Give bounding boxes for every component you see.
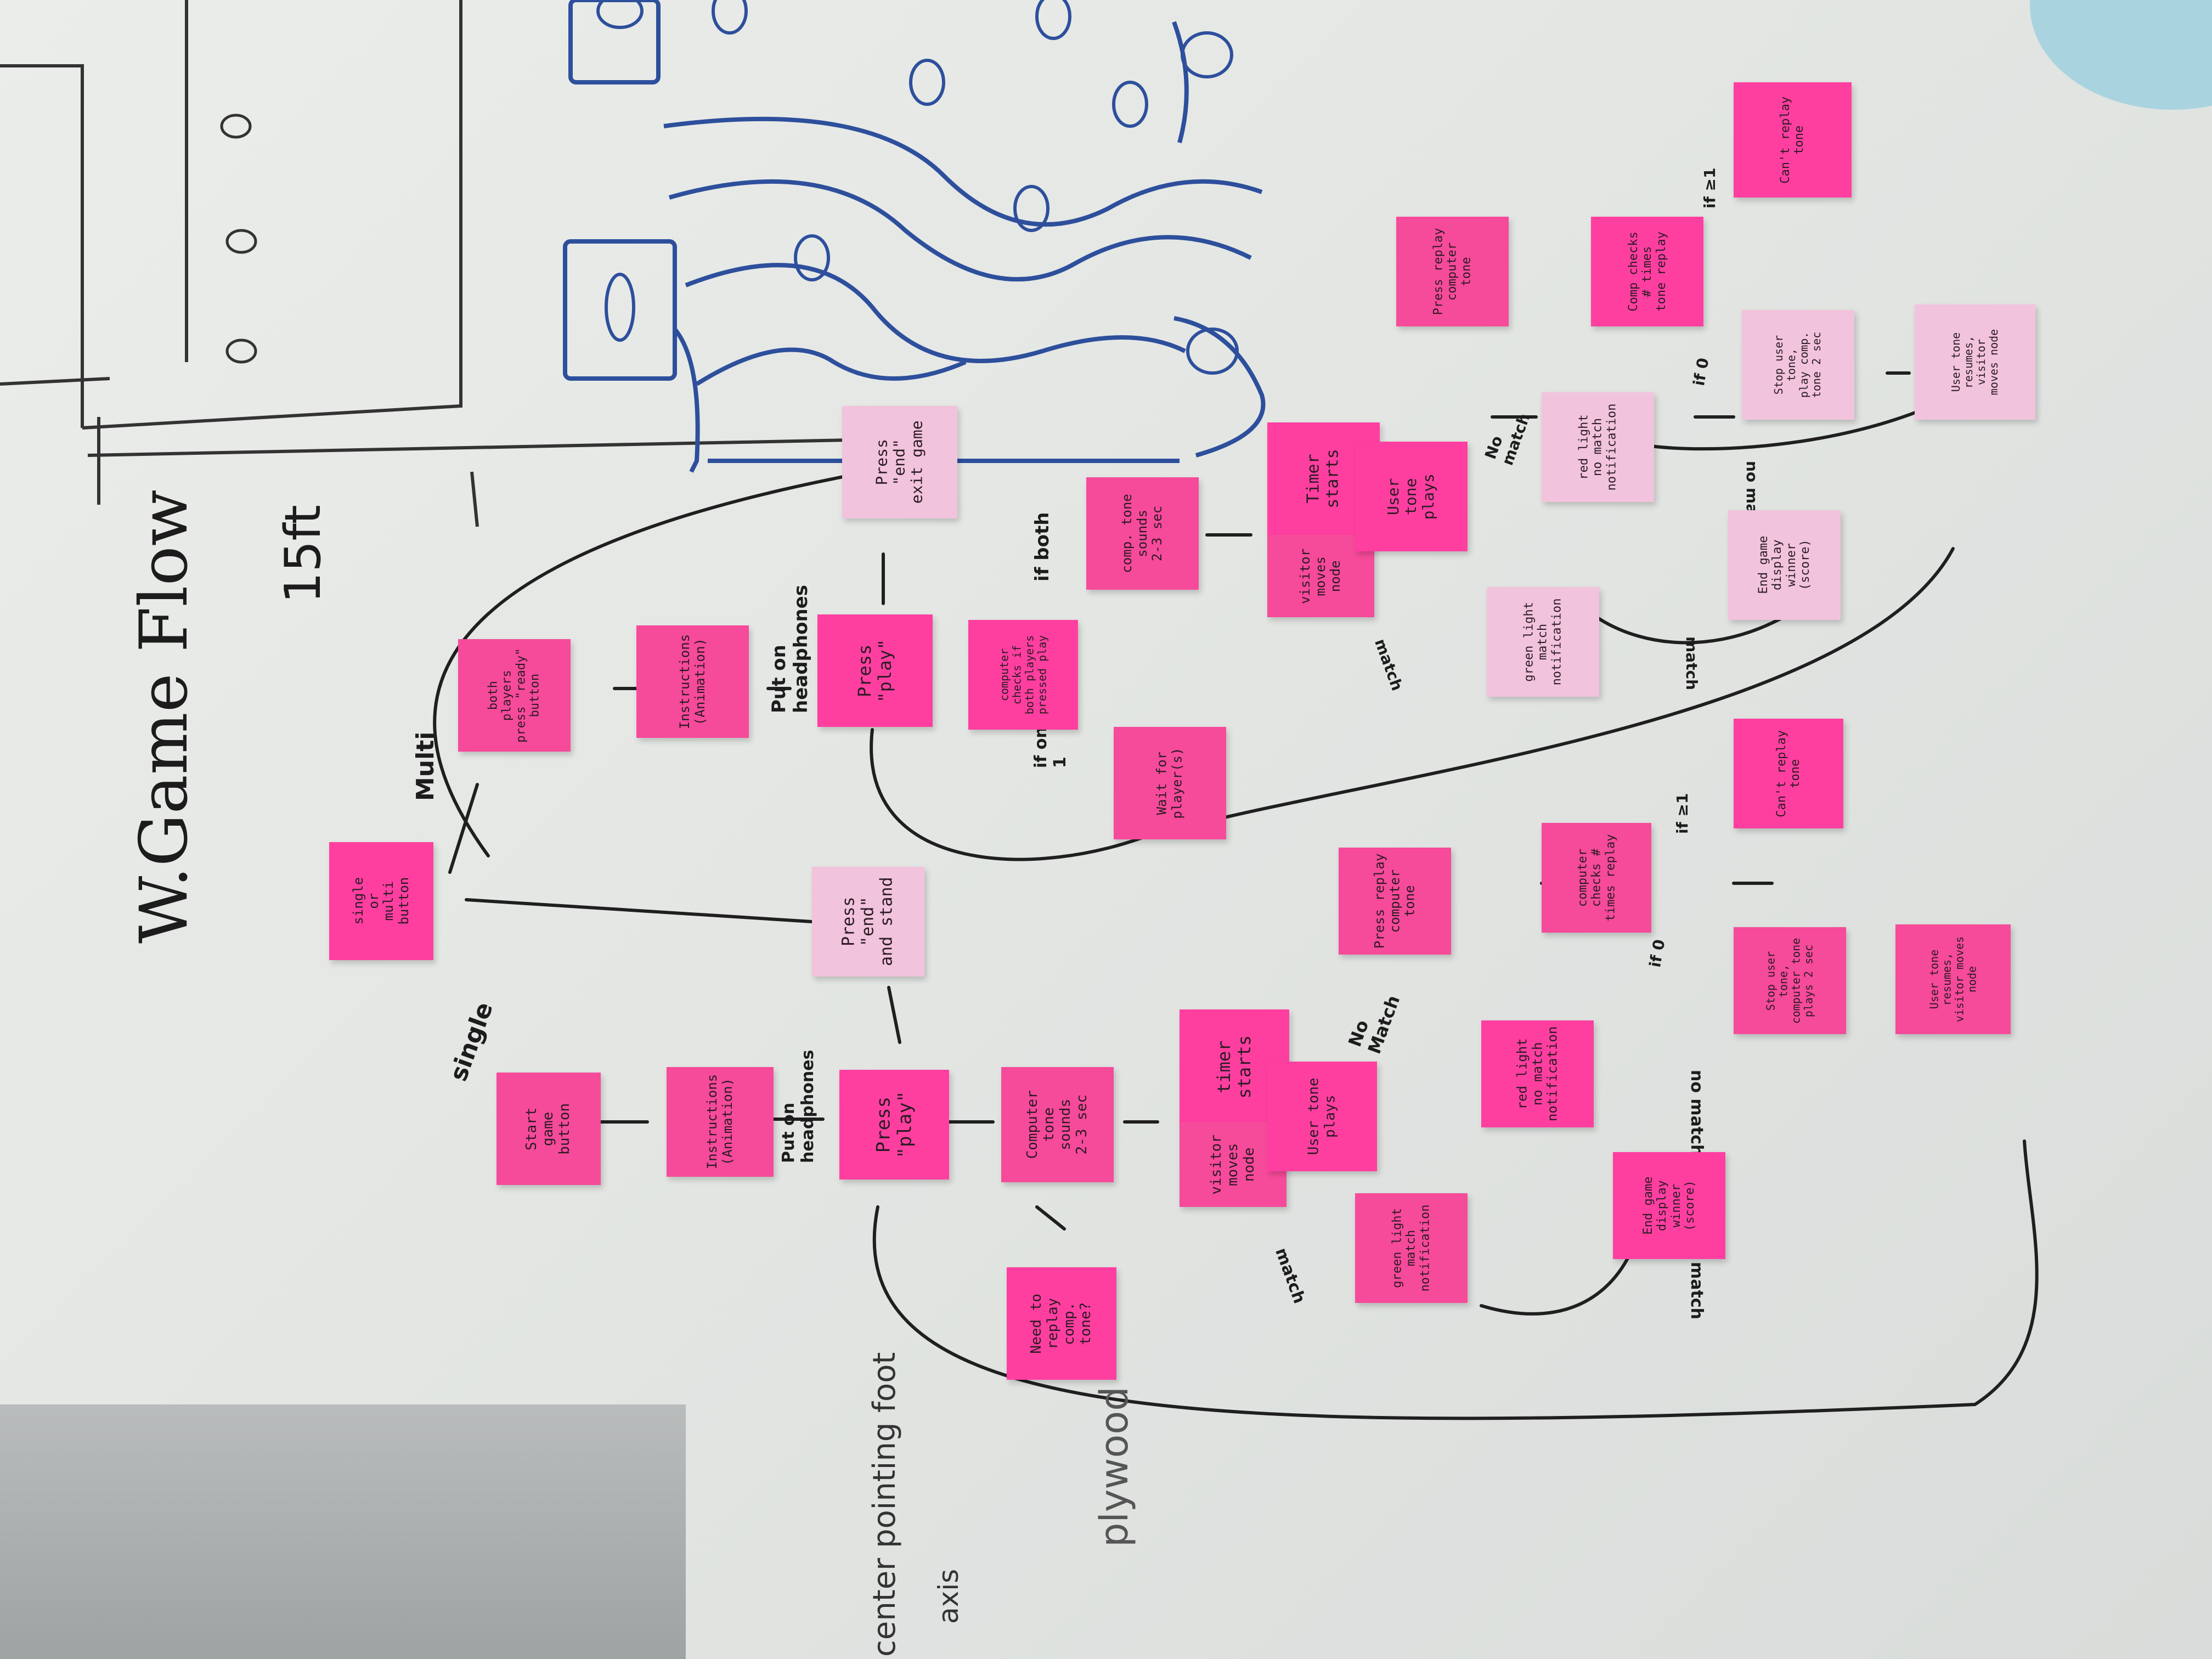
note-multi-press-play: Press "play" — [817, 614, 933, 727]
diagram-title: W.Game Flow — [126, 489, 202, 944]
note-multi-resumes: User tone resumes, visitor moves node — [1915, 304, 2035, 420]
note-text: Can't replay tone — [1779, 96, 1807, 184]
note-text: Stop user tone, play comp. tone 2 sec — [1772, 331, 1824, 398]
note-multi-user-tone: User tone plays — [1355, 442, 1468, 551]
note-text: End game display winner (score) — [1756, 536, 1812, 594]
note-multi-comp-tone: comp. tone sounds 2-3 sec — [1086, 477, 1199, 590]
note-text: visitor moves node — [1297, 548, 1344, 604]
plywood-label: plywood — [1092, 1386, 1137, 1547]
note-multi-instructions: Instructions (Animation) — [636, 625, 749, 738]
note-multi-end-game: End game display winner (score) — [1728, 510, 1841, 620]
edge-label-nomatch-multi: No match — [1481, 411, 1534, 468]
edge-label-ifge1-single: if ≥1 — [1673, 793, 1691, 834]
note-text: Press replay computer tone — [1372, 853, 1418, 949]
note-start-game: Start game button — [496, 1073, 601, 1185]
edge-label-match-single: match — [1271, 1245, 1309, 1306]
note-text: single or multi button — [350, 877, 411, 925]
scribble-label-1: center pointing foot — [867, 1352, 902, 1657]
note-text: User tone resumes, visitor moves node — [1949, 329, 2000, 396]
note-press-end-and-stand: Press "end" and stand — [812, 867, 924, 977]
note-multi-comp-checks-replay: Comp checks # times tone replay — [1591, 217, 1703, 326]
note-single-green-light: green light match notification — [1355, 1193, 1468, 1303]
edge-label-if0-single: if 0 — [1646, 938, 1669, 969]
edge-label-if0-multi: if 0 — [1690, 356, 1713, 387]
note-text: Stop user tone, computer tone plays 2 se… — [1764, 938, 1815, 1024]
note-text: Press "end" exit game — [872, 420, 927, 504]
note-single-comp-tone: Computer tone sounds 2-3 sec — [1001, 1067, 1114, 1182]
scribble-label-2: axis — [933, 1568, 964, 1624]
note-both-players-ready: both players press "ready" button — [458, 639, 571, 752]
note-text: End game display winner (score) — [1641, 1176, 1697, 1235]
note-multi-cant-replay: Can't replay tone — [1734, 82, 1852, 198]
note-text: green light match notification — [1522, 598, 1564, 686]
note-text: Press replay computer tone — [1431, 228, 1474, 315]
note-single-need-replay: Need to replay comp. tone? — [1007, 1267, 1116, 1380]
note-text: User tone plays — [1384, 473, 1438, 520]
note-text: Press "play" — [872, 1091, 916, 1159]
note-text: computer checks if both players pressed … — [997, 635, 1048, 715]
note-text: User tone resumes, visitor moves node — [1927, 936, 1978, 1023]
note-multi-comp-checks: computer checks if both players pressed … — [968, 620, 1078, 730]
edge-label-single: single — [444, 998, 499, 1085]
note-text: comp. tone sounds 2-3 sec — [1119, 494, 1165, 573]
edge-label-headphones-multi: Put on headphones — [768, 585, 812, 713]
edge-label-match-single-2: match — [1687, 1262, 1706, 1319]
note-single-press-play: Press "play" — [839, 1070, 949, 1180]
note-text: Wait for player(s) — [1154, 747, 1185, 819]
note-text: Instructions (Animation) — [676, 634, 708, 730]
note-text: Start game button — [523, 1103, 573, 1155]
note-text: Computer tone sounds 2-3 sec — [1024, 1090, 1090, 1159]
note-single-resumes: User tone resumes, visitor moves node — [1895, 924, 2011, 1034]
dimension-label: 15ft — [274, 505, 332, 603]
edge-label-if-both: if both — [1031, 512, 1053, 582]
note-single-red-light: red light no match notification — [1481, 1020, 1594, 1127]
note-text: Can't replay tone — [1774, 730, 1802, 817]
note-multi-stop-user: Stop user tone, play comp. tone 2 sec — [1742, 310, 1854, 420]
note-multi-green-light: green light match notification — [1487, 587, 1599, 697]
note-multi-red-light: red light no match notification — [1542, 392, 1654, 502]
note-text: green light match notification — [1390, 1204, 1432, 1292]
note-text: Need to replay comp. tone? — [1028, 1293, 1094, 1354]
note-single-press-replay: Press replay computer tone — [1339, 848, 1451, 955]
note-text: Comp checks # times tone replay — [1626, 232, 1668, 312]
note-single-cant-replay: Can't replay tone — [1734, 719, 1843, 828]
note-text: User tone plays — [1305, 1077, 1338, 1155]
note-text: red light no match notification — [1577, 403, 1619, 491]
note-multi-press-end-exit: Press "end" exit game — [842, 406, 957, 518]
note-text: timer starts — [1214, 1035, 1255, 1099]
note-single-user-tone: User tone plays — [1267, 1062, 1377, 1171]
note-text: visitor moves node — [1207, 1134, 1257, 1195]
note-text: both players press "ready" button — [486, 648, 542, 743]
note-text: computer checks # times replay — [1576, 834, 1617, 922]
edge-label-ifge1-multi: if ≥1 — [1701, 167, 1719, 208]
note-multi-press-replay: Press replay computer tone — [1396, 217, 1509, 326]
note-single-comp-checks: computer checks # times replay — [1542, 823, 1651, 933]
edge-label-nomatch-single-2: no match — [1687, 1070, 1706, 1156]
concrete-wall — [0, 1404, 686, 1659]
note-single-stop-user: Stop user tone, computer tone plays 2 se… — [1734, 927, 1846, 1034]
note-multi-wait: Wait for player(s) — [1114, 727, 1226, 839]
edge-label-match-multi: match — [1370, 636, 1407, 693]
edge-label-nomatch-single: No Match — [1344, 992, 1404, 1057]
edge-label-match-multi-2: match — [1683, 636, 1701, 690]
note-single-instructions: Instructions (Animation) — [667, 1067, 774, 1177]
edge-label-multi: Multi — [411, 731, 439, 801]
edge-label-headphones-single: Put on headphones — [779, 1049, 817, 1163]
note-text: Instructions (Animation) — [704, 1074, 735, 1170]
note-single-or-multi: single or multi button — [329, 842, 433, 960]
note-text: Press "play" — [854, 639, 895, 703]
note-text: Timer starts — [1304, 449, 1342, 509]
note-text: Press "end" and stand — [839, 877, 896, 967]
note-text: red light no match notification — [1514, 1026, 1560, 1122]
note-single-end-game: End game display winner (score) — [1613, 1152, 1725, 1259]
